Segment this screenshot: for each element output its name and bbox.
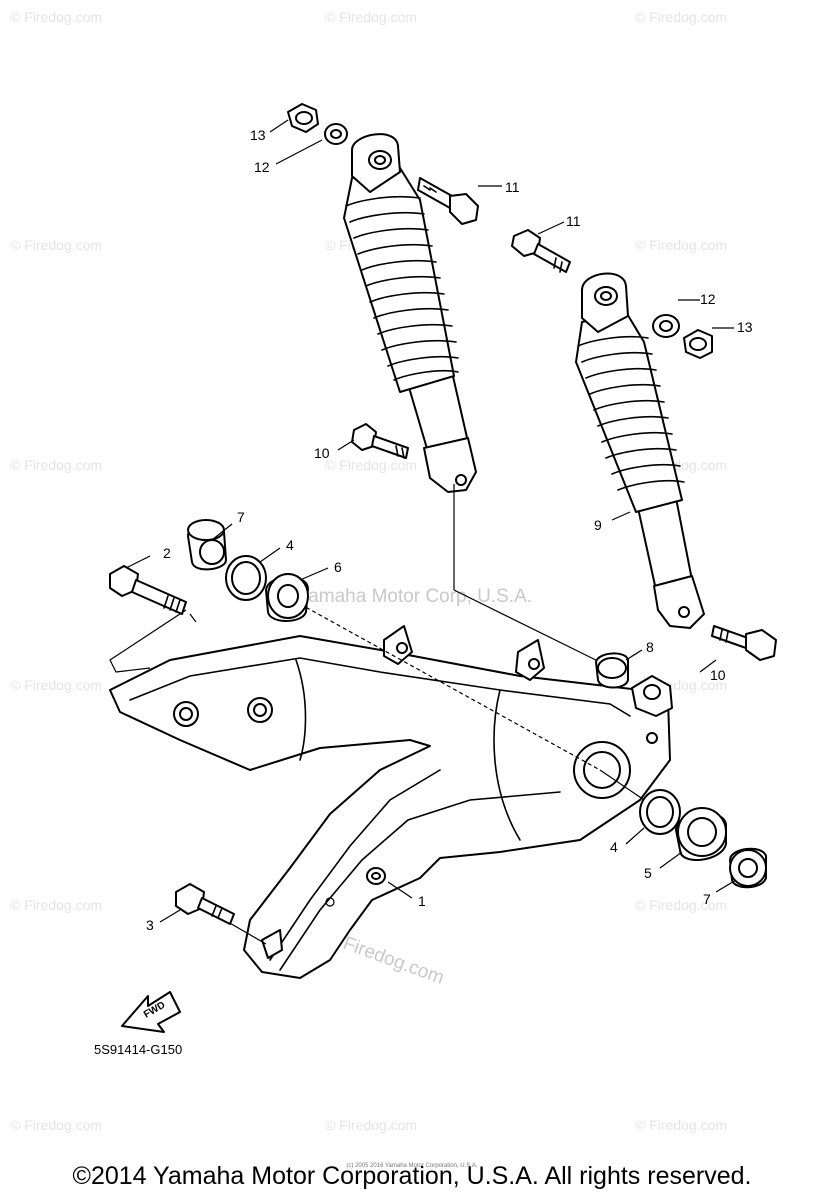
callout-10: 10 — [314, 445, 330, 461]
watermark: © Firedog.com — [325, 457, 417, 473]
callout-10: 10 — [710, 667, 726, 683]
cap-nut-13-right — [683, 329, 713, 359]
bolt-3 — [175, 883, 235, 925]
watermark: © Firedog.com — [635, 1117, 727, 1133]
collar-7-right — [729, 847, 767, 889]
callout-9: 9 — [594, 517, 602, 533]
callout-13: 13 — [737, 319, 753, 335]
washer-12-right — [652, 314, 680, 338]
center-watermark: © Yamaha Motor Corp, U.S.A. — [278, 586, 532, 607]
fwd-arrow-icon: FWD — [121, 991, 181, 1033]
watermark: © Firedog.com — [10, 237, 102, 253]
callout-3: 3 — [146, 917, 154, 933]
watermark: © Firedog.com — [10, 897, 102, 913]
bolt-10-right — [711, 625, 777, 661]
watermark: © Firedog.com — [10, 9, 102, 25]
callout-6: 6 — [334, 559, 342, 575]
bearing-5 — [675, 807, 727, 862]
oil-seal-4-right — [639, 789, 681, 835]
watermark: © Firedog.com — [635, 9, 727, 25]
watermark: © Firedog.com — [10, 677, 102, 693]
washer-12-left — [324, 123, 348, 145]
body-watermark: Firedog.com — [340, 933, 446, 989]
watermark: © Firedog.com — [635, 897, 727, 913]
callout-2: 2 — [163, 545, 171, 561]
watermark: © Firedog.com — [10, 1117, 102, 1133]
collar-7-left — [187, 519, 227, 571]
callout-4: 4 — [610, 839, 618, 855]
callout-7: 7 — [703, 891, 711, 907]
callout-13: 13 — [250, 127, 266, 143]
bolt-11-right — [511, 229, 571, 273]
cap-nut-13-left — [287, 103, 319, 133]
bolt-11-left — [417, 177, 479, 225]
shock-absorber-right — [575, 272, 705, 629]
copyright-notice: ©2014 Yamaha Motor Corporation, U.S.A. A… — [72, 1162, 752, 1190]
callout-12: 12 — [700, 291, 716, 307]
bearing-6 — [265, 573, 309, 622]
watermark: © Firedog.com — [635, 237, 727, 253]
callout-1: 1 — [418, 893, 426, 909]
watermark: © Firedog.com — [325, 1117, 417, 1133]
shock-absorber-left — [343, 133, 477, 493]
bolt-2 — [109, 565, 187, 615]
callout-4: 4 — [286, 537, 294, 553]
callout-11: 11 — [566, 213, 581, 229]
watermark: © Firedog.com — [325, 9, 417, 25]
callout-12: 12 — [254, 159, 270, 175]
callout-labels: 13 12 11 11 12 13 10 9 10 2 7 4 6 8 4 5 … — [146, 127, 753, 933]
bush-8 — [595, 652, 629, 689]
bolt-10-left — [351, 423, 409, 459]
oil-seal-4-left — [225, 555, 267, 601]
diagram-code: 5S91414-G150 — [94, 1042, 182, 1057]
callout-11: 11 — [505, 179, 520, 195]
callout-5: 5 — [644, 865, 652, 881]
callout-8: 8 — [646, 639, 654, 655]
watermark: © Firedog.com — [10, 457, 102, 473]
swingarm: Firedog.com — [109, 625, 673, 989]
fine-print: (c) 2005 2016 Yamaha Motor Corporation, … — [346, 1163, 478, 1169]
assembly-lines — [109, 484, 657, 945]
callout-leaders — [125, 119, 737, 923]
callout-7: 7 — [237, 509, 245, 525]
